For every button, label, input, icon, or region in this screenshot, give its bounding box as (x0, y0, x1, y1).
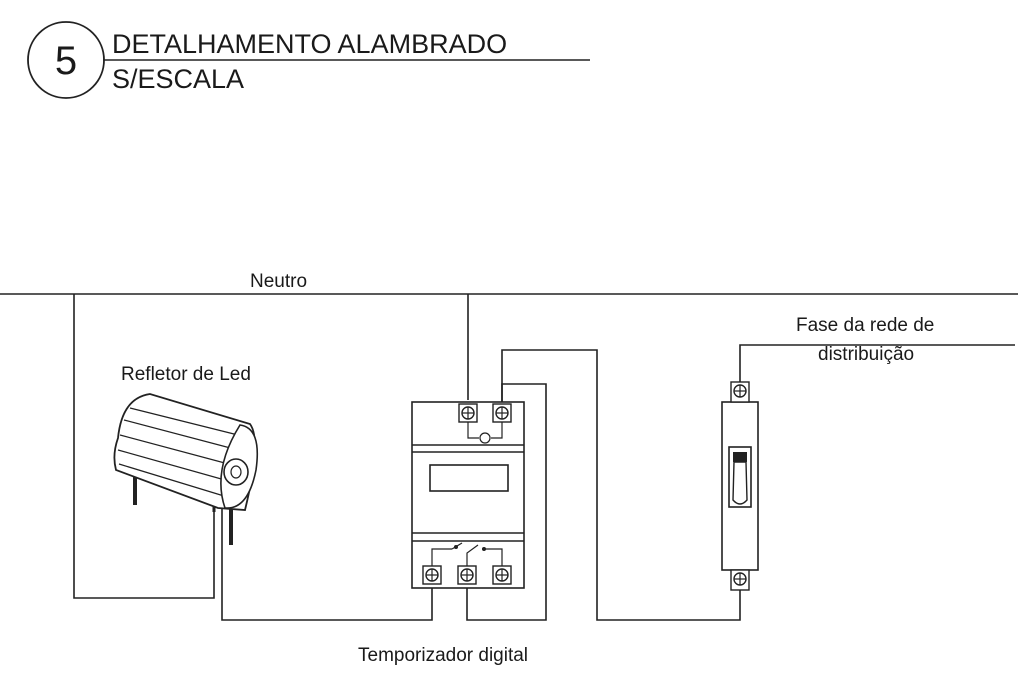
wire-phase (739, 344, 1015, 383)
wire-reflector-timer (221, 505, 433, 621)
detail-number: 5 (55, 39, 77, 83)
timer-bottom-terminals (422, 565, 512, 585)
timer-switch-symbol (431, 542, 503, 566)
wire-neutral-reflector (73, 294, 215, 599)
breaker-toggle (733, 452, 747, 462)
detail-title: DETALHAMENTO ALAMBRADO (112, 29, 507, 59)
neutral-label: Neutro (250, 271, 307, 292)
digital-timer: Temporizador digital (358, 401, 528, 666)
timer-top-terminals (458, 403, 512, 444)
detail-header: 5 DETALHAMENTO ALAMBRADO S/ESCALA (27, 21, 590, 99)
wires (73, 294, 1015, 621)
led-reflector: Refletor de Led (113, 364, 259, 545)
led-reflector-label: Refletor de Led (121, 364, 251, 385)
timer-display (429, 464, 509, 492)
phase-label-line2: distribuição (818, 344, 914, 365)
detail-scale: S/ESCALA (112, 64, 244, 94)
timer-label: Temporizador digital (358, 645, 528, 666)
circuit-breaker (721, 381, 759, 591)
phase-label-line1: Fase da rede de (796, 315, 934, 336)
neutral-line: Neutro (0, 271, 1018, 295)
wire-timer-breaker (501, 349, 741, 621)
